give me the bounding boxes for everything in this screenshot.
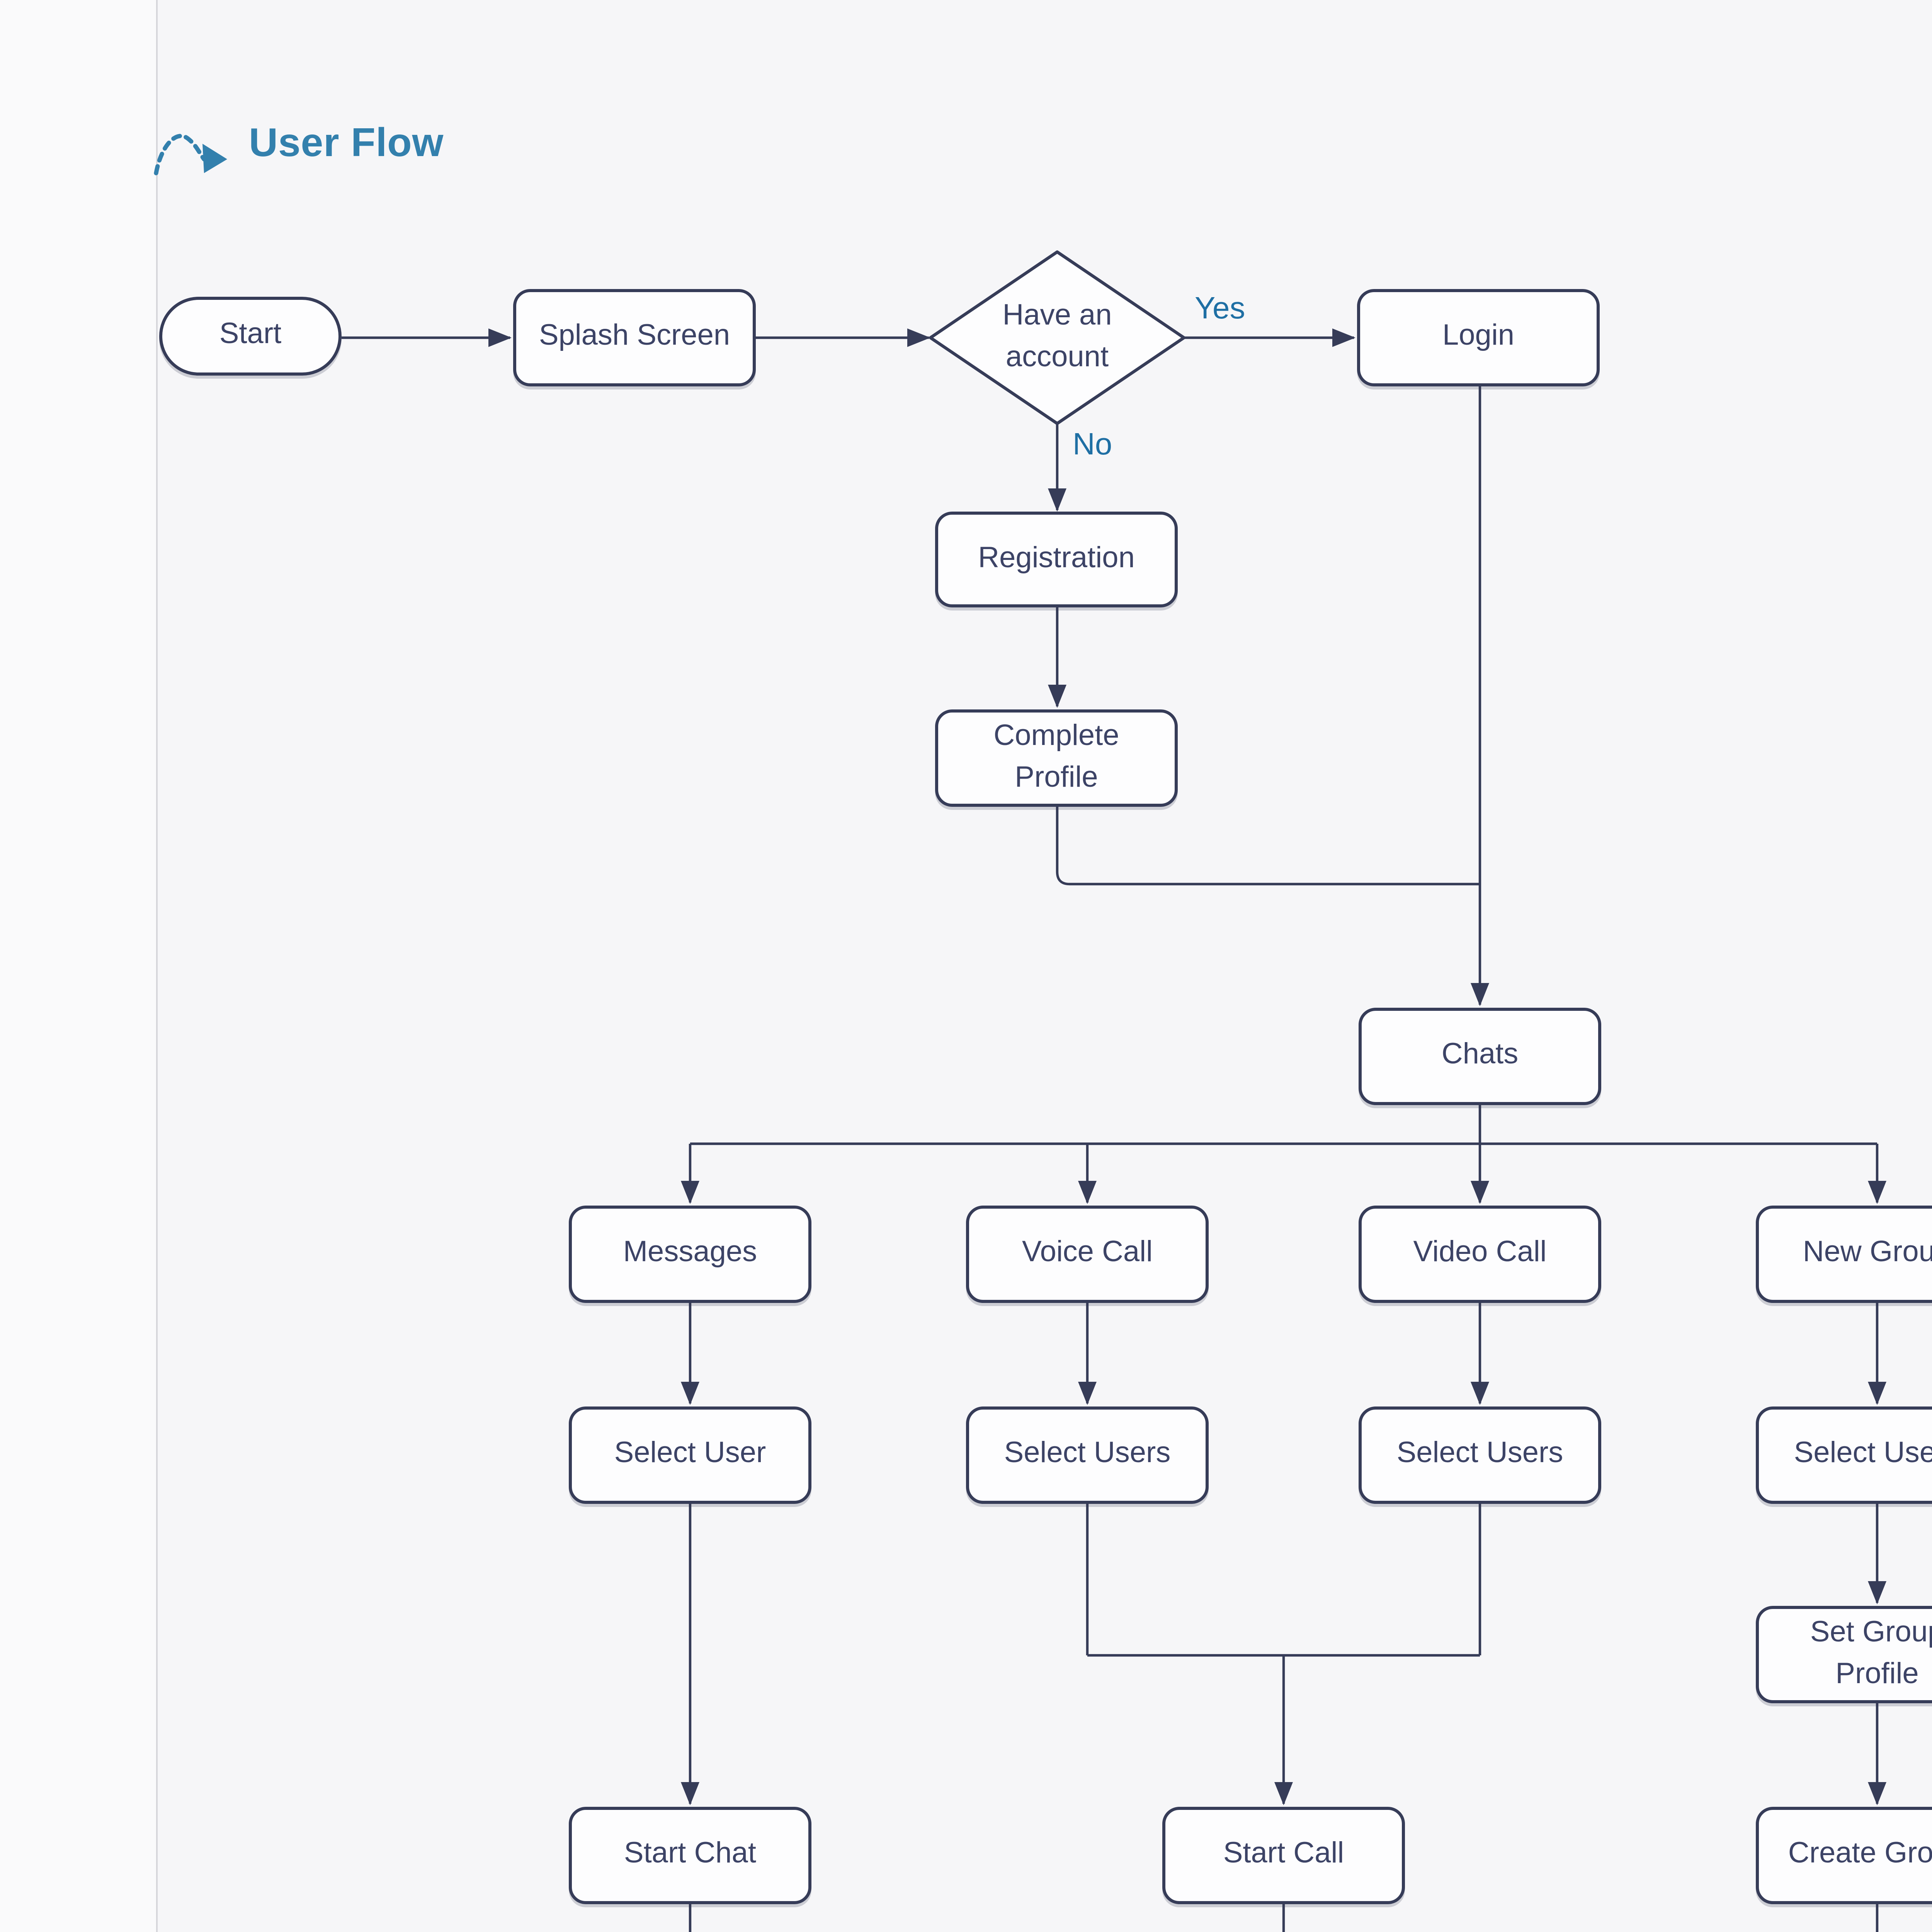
node-splash-screen: Splash Screen — [513, 289, 756, 386]
node-label: New Group — [1803, 1236, 1932, 1269]
node-label: Select Users — [1004, 1437, 1171, 1470]
node-chats: Chats — [1359, 1008, 1601, 1105]
node-select-users-video: Select Users — [1359, 1406, 1601, 1504]
node-label: Select User — [614, 1437, 766, 1470]
node-label: Select Users — [1396, 1437, 1563, 1470]
node-set-group-profile: Set Group Profile — [1756, 1606, 1932, 1703]
node-label: Select Users — [1794, 1437, 1932, 1470]
node-start-chat: Start Chat — [569, 1807, 811, 1904]
node-label: Registration — [978, 542, 1135, 575]
node-start: Start — [159, 297, 342, 376]
node-label: Start Call — [1223, 1838, 1344, 1871]
node-label: Start Chat — [624, 1838, 757, 1871]
node-start-call: Start Call — [1162, 1807, 1405, 1904]
node-label: Create Group — [1788, 1838, 1932, 1871]
edge-label-no: No — [1073, 428, 1112, 462]
node-label: Start — [219, 318, 282, 351]
node-label: Set Group Profile — [1810, 1616, 1932, 1690]
dashed-arc-arrow-icon — [154, 134, 227, 175]
node-video-call: Video Call — [1359, 1206, 1601, 1303]
node-label: Login — [1442, 320, 1514, 353]
page-margin-strip — [0, 0, 156, 1932]
node-voice-call: Voice Call — [966, 1206, 1209, 1303]
node-label: Voice Call — [1022, 1236, 1153, 1269]
node-label: Complete Profile — [993, 720, 1119, 794]
diagram-title-bar: User Flow — [151, 119, 444, 178]
node-registration: Registration — [935, 512, 1178, 607]
node-complete-profile: Complete Profile — [935, 709, 1178, 807]
node-select-users-voice: Select Users — [966, 1406, 1209, 1504]
node-have-an-account: Have an account — [1002, 300, 1112, 374]
node-select-user: Select User — [569, 1406, 811, 1504]
node-select-users-group: Select Users — [1756, 1406, 1932, 1504]
node-label: Chats — [1441, 1039, 1519, 1071]
node-label: Messages — [623, 1236, 757, 1269]
node-new-group: New Group — [1756, 1206, 1932, 1303]
node-messages: Messages — [569, 1206, 811, 1303]
node-label: Splash Screen — [539, 320, 730, 353]
page-edge-divider-line — [156, 0, 158, 1932]
page-title: User Flow — [249, 119, 444, 165]
edge-label-yes: Yes — [1195, 292, 1245, 326]
decision-diamond-shape — [929, 250, 1185, 425]
node-create-group: Create Group — [1756, 1807, 1932, 1904]
node-login: Login — [1357, 289, 1600, 386]
node-label: Video Call — [1413, 1236, 1547, 1269]
